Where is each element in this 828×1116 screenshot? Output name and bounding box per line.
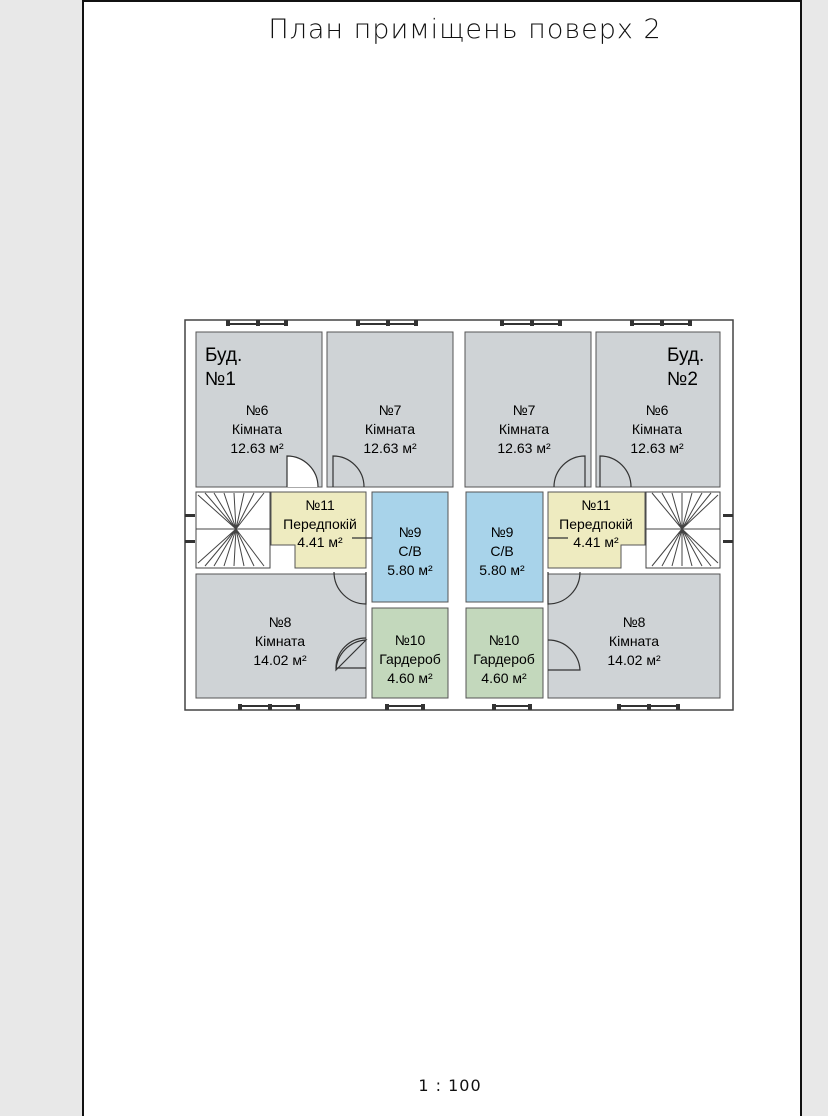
room-l10-num: №10 (395, 632, 426, 648)
room-r6-num: №6 (646, 402, 669, 418)
room-l9 (371, 491, 449, 603)
room-r7-num: №7 (513, 402, 536, 418)
building-left-line2: №1 (205, 369, 236, 390)
room-r11-num: №11 (581, 497, 611, 513)
room-l11-area: 4.41 м² (297, 534, 343, 550)
room-r10-num: №10 (489, 632, 520, 648)
room-l6-num: №6 (246, 402, 269, 418)
room-l10-area: 4.60 м² (387, 670, 433, 686)
room-l7 (326, 331, 454, 488)
room-r8 (547, 573, 721, 699)
room-l9-area: 5.80 м² (387, 562, 433, 578)
room-r9 (465, 491, 544, 603)
room-l9-num: №9 (399, 524, 422, 540)
room-r11-name: Передпокій (559, 516, 633, 532)
room-l8-name: Кімната (255, 633, 305, 649)
room-r7 (464, 331, 592, 488)
room-r8-name: Кімната (609, 633, 659, 649)
door-swings (286, 455, 632, 672)
room-r9-area: 5.80 м² (479, 562, 525, 578)
page-title: План приміщень поверх 2 (268, 14, 662, 45)
room-r6-name: Кімната (632, 421, 682, 437)
room-r8-num: №8 (623, 614, 646, 630)
room-r9-name: С/В (490, 543, 513, 559)
room-r10-area: 4.60 м² (481, 670, 527, 686)
room-r6-area: 12.63 м² (630, 440, 684, 456)
room-l10-name: Гардероб (379, 651, 441, 667)
top-window-posts (226, 320, 692, 326)
room-l11 (270, 491, 367, 569)
room-r9-num: №9 (491, 524, 514, 540)
side-wall-marks (185, 514, 733, 543)
room-r7-name: Кімната (499, 421, 549, 437)
sheet-top-border (82, 0, 802, 2)
room-l11-name: Передпокій (283, 516, 357, 532)
room-l6-area: 12.63 м² (230, 440, 284, 456)
room-r8-area: 14.02 м² (607, 652, 661, 668)
bottom-window-posts (238, 704, 680, 710)
room-l8-area: 14.02 м² (253, 652, 307, 668)
room-r10-name: Гардероб (473, 651, 535, 667)
room-l6-name: Кімната (232, 421, 282, 437)
stairs-right (645, 491, 721, 569)
room-r11 (547, 491, 646, 569)
room-r7-area: 12.63 м² (497, 440, 551, 456)
room-l8-num: №8 (269, 614, 292, 630)
room-r10 (465, 607, 544, 699)
room-l7-name: Кімната (365, 421, 415, 437)
scale-label: 1 : 100 (418, 1076, 482, 1095)
building-left-line1: Буд. (205, 345, 242, 366)
building-right-line1: Буд. (667, 345, 704, 366)
room-l10 (371, 607, 449, 699)
stairs-left (195, 491, 271, 569)
room-l11-num: №11 (305, 497, 335, 513)
room-l7-num: №7 (379, 402, 402, 418)
room-r11-area: 4.41 м² (573, 534, 619, 550)
room-l7-area: 12.63 м² (363, 440, 417, 456)
room-l8 (195, 573, 367, 699)
room-l9-name: С/В (398, 543, 421, 559)
building-right-line2: №2 (667, 369, 698, 390)
